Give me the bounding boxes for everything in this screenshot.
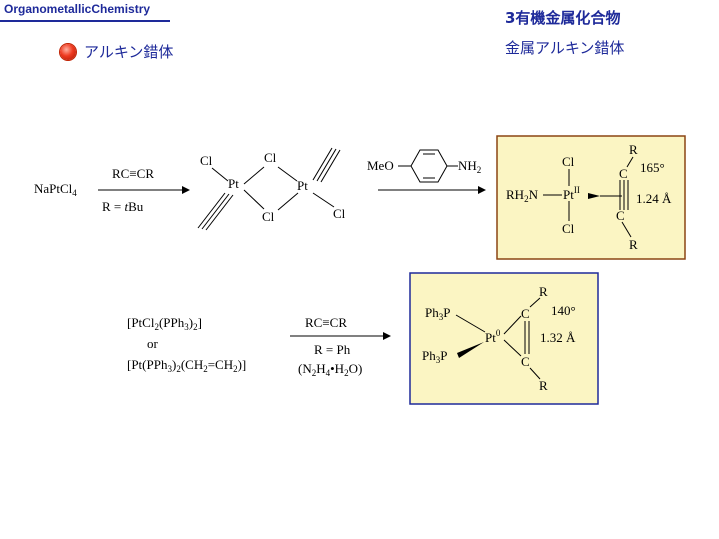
- reagent2-above: RC≡CR: [305, 315, 347, 330]
- p1-pt: PtII: [563, 185, 580, 202]
- header-right-title: 3有機金属化合物: [505, 9, 621, 27]
- amine-nh2: NH2: [458, 158, 481, 175]
- reagent1-above: RC≡CR: [112, 166, 154, 181]
- header-left-title: OrganometallicChemistry: [4, 2, 151, 16]
- p2-bond-length: 1.32 Å: [540, 330, 576, 345]
- arrow-1-head: [182, 186, 190, 194]
- p2-c-top: C: [521, 306, 530, 321]
- reagent1-below: R = tBu: [102, 199, 144, 214]
- p2-bonds: [455, 297, 541, 380]
- section-heading-label: アルキン錯体: [84, 43, 174, 61]
- p1-cl-top: Cl: [562, 154, 575, 169]
- or-text: or: [147, 336, 159, 351]
- p1-c-top: C: [619, 166, 628, 181]
- product-box-2: [409, 272, 599, 405]
- p2-r-top: R: [539, 284, 548, 299]
- section-heading: アルキン錯体: [60, 41, 173, 62]
- p1-amine: RH2N: [506, 187, 539, 204]
- start-compound: NaPtCl4: [34, 181, 77, 198]
- p1-bonds: [543, 156, 634, 238]
- p1-bond-length: 1.24 Å: [636, 191, 672, 206]
- p2-r-bottom: R: [539, 378, 548, 393]
- anisidine-ring: [398, 149, 458, 183]
- dimer-pt-1: Pt: [228, 176, 239, 191]
- p1-r-bottom: R: [629, 237, 638, 252]
- dimer-pt-2: Pt: [297, 178, 308, 193]
- dimer-cl-2: Cl: [264, 150, 277, 165]
- amine-meo: MeO: [367, 158, 394, 173]
- reagent2-below-2: (N2H4•H2O): [298, 361, 362, 378]
- dimer-bonds: [197, 147, 341, 231]
- p2-wedge-bond: [457, 342, 484, 358]
- header-underline: [0, 20, 170, 22]
- p1-cl-bottom: Cl: [562, 221, 575, 236]
- header-right-subtitle: 金属アルキン錯体: [505, 39, 625, 57]
- p2-angle: 140°: [551, 303, 576, 318]
- p2-ph3p-bottom: Ph3P: [422, 348, 447, 365]
- arrow-2-head: [478, 186, 486, 194]
- red-bullet-icon: [60, 43, 76, 60]
- dimer-cl-4: Cl: [333, 206, 346, 221]
- arrow-3-head: [383, 332, 391, 340]
- reagent2-below-1: R = Ph: [314, 342, 351, 357]
- reactant-2: [Pt(PPh3)2(CH2=CH2)]: [127, 357, 246, 374]
- p2-ph3p-top: Ph3P: [425, 305, 450, 322]
- p1-r-top: R: [629, 142, 638, 157]
- p1-coordination-arrowhead: [588, 193, 600, 199]
- p2-pt: Pt0: [485, 328, 501, 345]
- reactant-1: [PtCl2(PPh3)2]: [127, 315, 202, 332]
- dimer-cl-3: Cl: [262, 209, 275, 224]
- dimer-cl-1: Cl: [200, 153, 213, 168]
- p2-c-bottom: C: [521, 354, 530, 369]
- p1-angle: 165°: [640, 160, 665, 175]
- p1-c-bottom: C: [616, 208, 625, 223]
